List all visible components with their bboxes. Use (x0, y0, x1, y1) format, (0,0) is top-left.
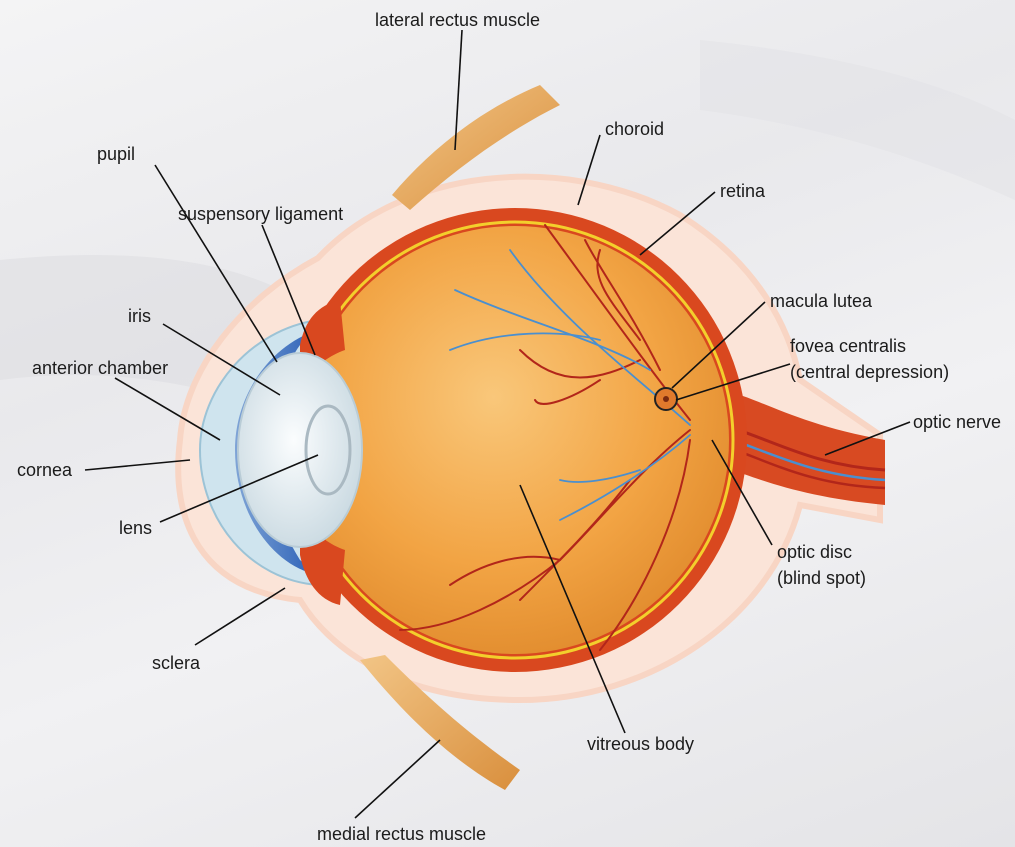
label-vitreous-body: vitreous body (587, 734, 694, 754)
vitreous-body-shape (301, 226, 729, 654)
label-sclera: sclera (152, 653, 201, 673)
label-cornea: cornea (17, 460, 73, 480)
label-pupil: pupil (97, 144, 135, 164)
label-suspensory-ligament: suspensory ligament (178, 204, 343, 224)
label-optic-disc-line1: optic disc (777, 542, 852, 562)
label-lens: lens (119, 518, 152, 538)
fovea-centralis-spot (663, 396, 669, 402)
label-iris: iris (128, 306, 151, 326)
label-retina: retina (720, 181, 766, 201)
label-optic-nerve: optic nerve (913, 412, 1001, 432)
label-lateral-rectus-muscle: lateral rectus muscle (375, 10, 540, 30)
label-fovea-centralis-line2: (central depression) (790, 362, 949, 382)
label-fovea-centralis-line1: fovea centralis (790, 336, 906, 356)
label-anterior-chamber: anterior chamber (32, 358, 168, 378)
label-medial-rectus-muscle: medial rectus muscle (317, 824, 486, 844)
label-macula-lutea: macula lutea (770, 291, 873, 311)
label-choroid: choroid (605, 119, 664, 139)
lens-shape (238, 353, 362, 547)
label-optic-disc-line2: (blind spot) (777, 568, 866, 588)
